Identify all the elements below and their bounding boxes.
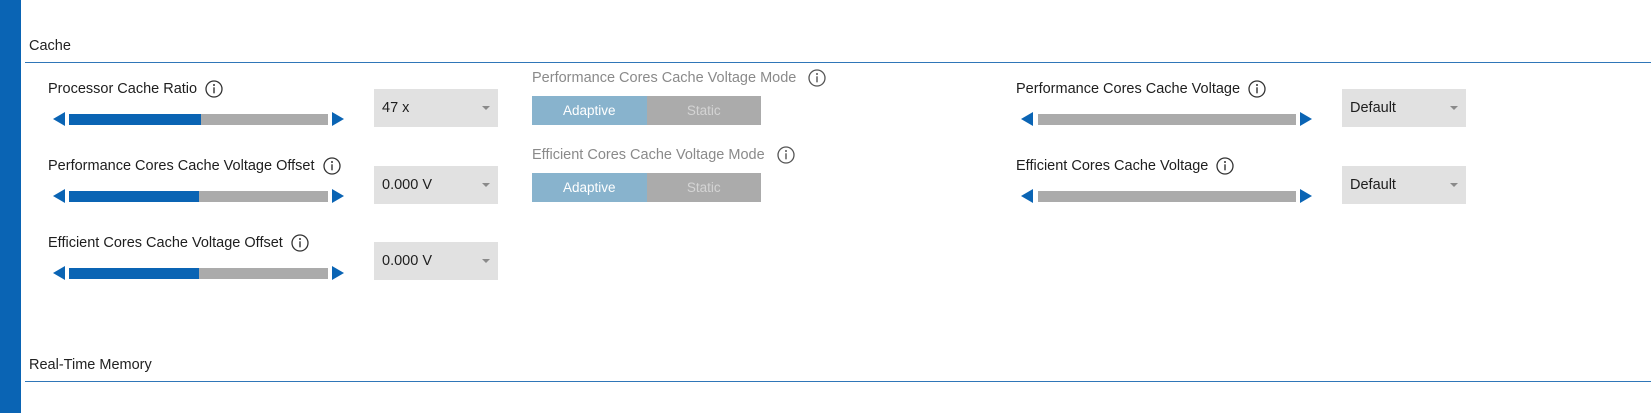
info-icon[interactable] xyxy=(1216,157,1235,175)
toggle-option-adaptive[interactable]: Adaptive xyxy=(532,96,647,125)
setting-label: Performance Cores Cache Voltage Mode xyxy=(532,70,797,86)
dropdown-value: 47 x xyxy=(382,100,410,116)
setting-label: Performance Cores Cache Voltage Offset xyxy=(48,158,315,174)
arrow-right-icon[interactable] xyxy=(1300,189,1312,203)
p-cache-voltage-offset-slider[interactable] xyxy=(53,189,344,203)
arrow-left-icon[interactable] xyxy=(1021,189,1033,203)
setting-e-cache-voltage: Efficient Cores Cache Voltage xyxy=(1016,157,1235,175)
info-icon[interactable] xyxy=(291,234,309,252)
dropdown-value: 0.000 V xyxy=(382,177,432,193)
arrow-left-icon[interactable] xyxy=(53,112,65,126)
setting-e-cache-voltage-mode: Efficient Cores Cache Voltage Mode xyxy=(532,146,795,164)
info-icon[interactable] xyxy=(1248,80,1266,98)
section-title-realtime-memory: Real-Time Memory xyxy=(29,357,152,373)
setting-label: Efficient Cores Cache Voltage xyxy=(1016,158,1209,174)
left-accent-bar xyxy=(0,0,21,413)
slider-track[interactable] xyxy=(69,268,328,279)
chevron-down-icon xyxy=(482,106,490,110)
e-cache-voltage-mode-toggle[interactable]: Adaptive Static xyxy=(532,173,761,202)
setting-p-cache-voltage-mode: Performance Cores Cache Voltage Mode xyxy=(532,69,827,87)
p-cache-voltage-mode-toggle[interactable]: Adaptive Static xyxy=(532,96,761,125)
arrow-left-icon[interactable] xyxy=(53,189,65,203)
setting-p-cache-voltage-offset: Performance Cores Cache Voltage Offset xyxy=(48,157,341,175)
chevron-down-icon xyxy=(1450,183,1458,187)
e-cache-voltage-dropdown[interactable]: Default xyxy=(1342,166,1466,204)
info-icon[interactable] xyxy=(205,80,223,98)
info-icon[interactable] xyxy=(322,157,341,175)
arrow-right-icon[interactable] xyxy=(1300,112,1312,126)
info-icon[interactable] xyxy=(808,69,827,87)
slider-track[interactable] xyxy=(1038,191,1296,202)
arrow-right-icon[interactable] xyxy=(332,189,344,203)
e-cache-voltage-offset-dropdown[interactable]: 0.000 V xyxy=(374,242,498,280)
arrow-right-icon[interactable] xyxy=(332,112,344,126)
slider-fill xyxy=(69,114,202,125)
arrow-left-icon[interactable] xyxy=(53,266,65,280)
dropdown-value: 0.000 V xyxy=(382,253,432,269)
slider-track[interactable] xyxy=(1038,114,1296,125)
setting-e-cache-voltage-offset: Efficient Cores Cache Voltage Offset xyxy=(48,234,309,252)
chevron-down-icon xyxy=(482,183,490,187)
setting-p-cache-voltage: Performance Cores Cache Voltage xyxy=(1016,80,1266,98)
info-icon[interactable] xyxy=(777,146,795,164)
slider-track[interactable] xyxy=(69,114,328,125)
section-title-cache: Cache xyxy=(29,38,71,54)
section-divider-cache xyxy=(25,62,1651,63)
dropdown-value: Default xyxy=(1350,177,1396,193)
arrow-right-icon[interactable] xyxy=(332,266,344,280)
p-cache-voltage-dropdown[interactable]: Default xyxy=(1342,89,1466,127)
setting-processor-cache-ratio: Processor Cache Ratio xyxy=(48,80,223,98)
section-divider-realtime-memory xyxy=(25,381,1651,382)
slider-fill xyxy=(69,268,199,279)
setting-label: Efficient Cores Cache Voltage Mode xyxy=(532,147,765,163)
e-cache-voltage-slider[interactable] xyxy=(1021,189,1312,203)
toggle-option-static[interactable]: Static xyxy=(646,96,761,125)
p-cache-voltage-slider[interactable] xyxy=(1021,112,1312,126)
processor-cache-ratio-slider[interactable] xyxy=(53,112,344,126)
setting-label: Performance Cores Cache Voltage xyxy=(1016,81,1241,97)
slider-fill xyxy=(69,191,199,202)
dropdown-value: Default xyxy=(1350,100,1396,116)
toggle-option-adaptive[interactable]: Adaptive xyxy=(532,173,647,202)
toggle-option-static[interactable]: Static xyxy=(646,173,761,202)
chevron-down-icon xyxy=(482,259,490,263)
setting-label: Efficient Cores Cache Voltage Offset xyxy=(48,235,283,251)
slider-track[interactable] xyxy=(69,191,328,202)
arrow-left-icon[interactable] xyxy=(1021,112,1033,126)
setting-label: Processor Cache Ratio xyxy=(48,81,198,97)
p-cache-voltage-offset-dropdown[interactable]: 0.000 V xyxy=(374,166,498,204)
chevron-down-icon xyxy=(1450,106,1458,110)
e-cache-voltage-offset-slider[interactable] xyxy=(53,266,344,280)
processor-cache-ratio-dropdown[interactable]: 47 x xyxy=(374,89,498,127)
